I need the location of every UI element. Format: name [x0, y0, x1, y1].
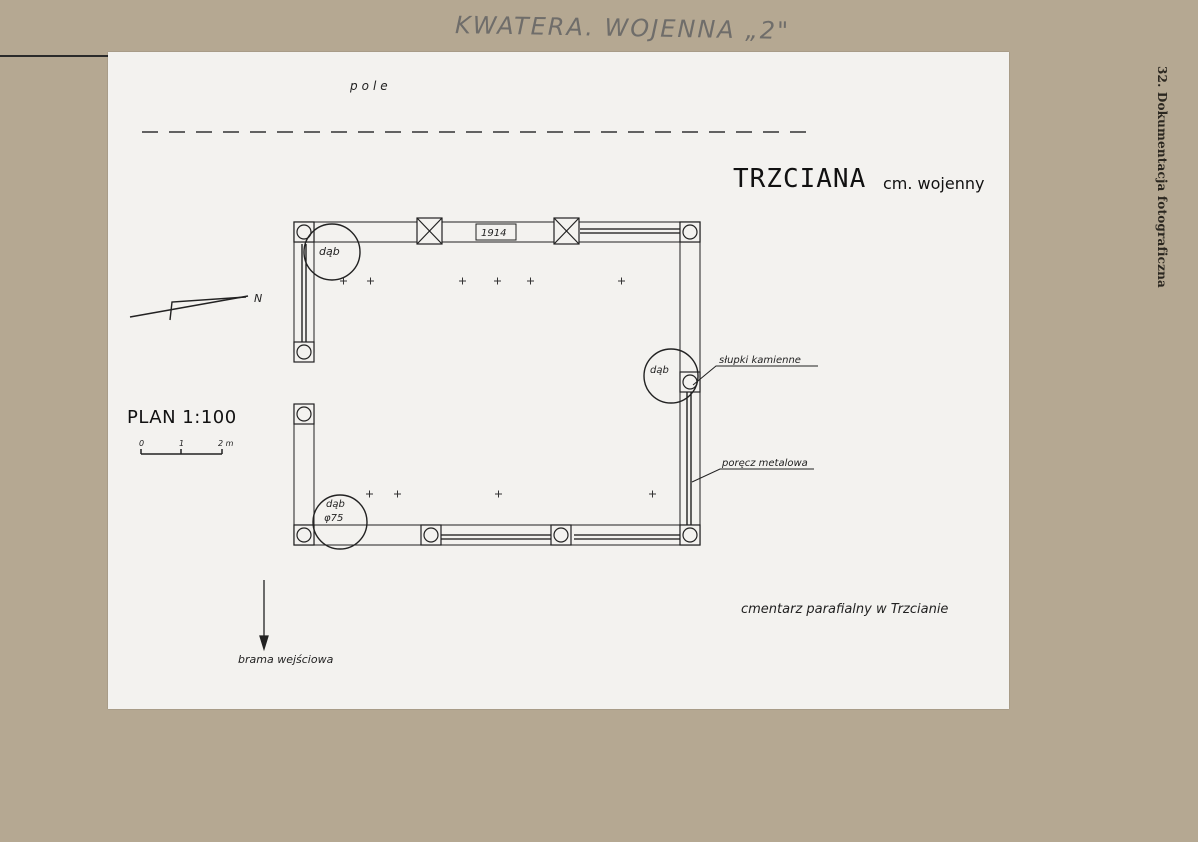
gate-note: brama wejściowa — [238, 653, 334, 666]
plan-subtitle: cm. wojenny — [883, 174, 985, 193]
handwritten-header: KWATERA. WOJENNA „2" — [454, 11, 791, 45]
north-arrow-icon — [129, 295, 249, 321]
plan-title: TRZCIANA — [733, 164, 867, 194]
stones-annotation: słupki kamienne — [719, 355, 801, 366]
railing-annotation: poręcz metalowa — [721, 458, 808, 469]
plan-sheet: pole TRZCIANA cm. wojenny PLAN 1:100 cme… — [108, 52, 1009, 709]
oak-label-1: dąb — [319, 245, 340, 258]
annotation-leaders — [691, 365, 818, 483]
plan-scale-label: PLAN 1:100 — [127, 407, 237, 428]
cemetery-walls — [293, 221, 701, 546]
year-plaque — [475, 223, 517, 241]
board-edge-line — [0, 55, 110, 57]
oak-diameter-label: φ75 — [324, 513, 343, 524]
side-caption: 32. Dokumentacja fotograficzna — [1155, 66, 1169, 289]
crossed-pillars — [416, 217, 580, 245]
year-plaque-text: 1914 — [481, 228, 506, 239]
scale-bar — [140, 449, 223, 455]
grave-markers — [340, 277, 656, 498]
cemetery-note: cmentarz parafialny w Trzcianie — [741, 602, 949, 617]
metal-railings — [301, 228, 692, 540]
oak-label-2: dąb — [650, 365, 669, 376]
stone-posts — [293, 221, 701, 546]
scale-tick-1: 1 — [179, 439, 184, 448]
plan-drawing: N 0 1 2 m — [129, 131, 818, 652]
scale-tick-0: 0 — [139, 439, 144, 448]
north-label: N — [254, 292, 262, 305]
field-label: pole — [350, 79, 392, 93]
oak-trees — [303, 223, 699, 550]
scale-tick-2: 2 m — [218, 439, 234, 448]
oak-label-3: dąb — [326, 499, 345, 510]
gate-arrow-icon — [259, 580, 269, 652]
